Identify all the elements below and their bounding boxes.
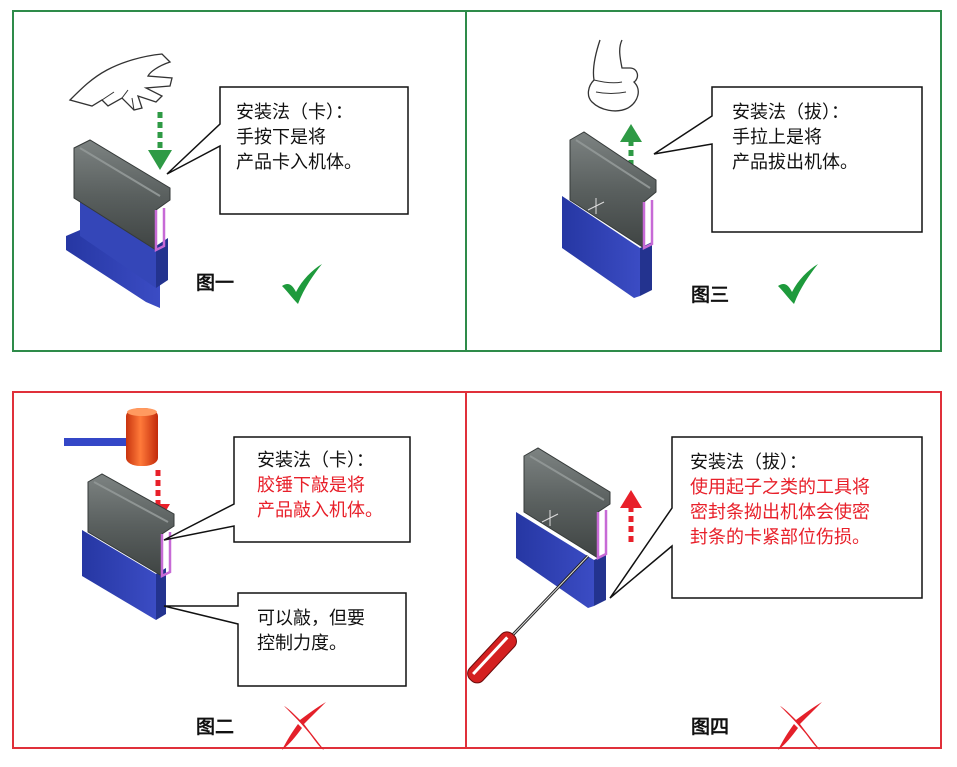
hand-pull-illustration xyxy=(587,39,639,112)
callout-text-fig4: 安装法（拔）： 使用起子之类的工具将 密封条拗出机体会使密 封条的卡紧部位伤损。 xyxy=(690,450,870,550)
callout-box-fig1 xyxy=(166,86,409,215)
callout-line: 安装法（拔）： xyxy=(690,452,807,473)
callout-line: 安装法（卡）： xyxy=(236,102,353,123)
callout-box-fig2-note xyxy=(163,592,407,687)
callout-line: 手按下是将 xyxy=(236,127,326,148)
callout-line: 产品卡入机体。 xyxy=(236,152,362,173)
figure-label-fig2: 图二 xyxy=(196,716,235,738)
callout-line-red: 封条的卡紧部位伤损。 xyxy=(690,527,870,548)
callout-line: 可以敲，但要 xyxy=(257,608,365,629)
down-arrow xyxy=(148,112,172,170)
callout-line: 安装法（拔）： xyxy=(732,102,849,123)
callout-box-fig4 xyxy=(609,436,923,599)
callout-line: 控制力度。 xyxy=(257,633,347,654)
callout-line: 安装法（卡）： xyxy=(257,450,374,471)
top-frame xyxy=(12,10,942,352)
callout-line-red: 胶锤下敲是将 xyxy=(257,475,365,496)
rubber-mallet-illustration xyxy=(64,408,158,466)
check-icon xyxy=(778,264,818,304)
callout-text-fig2: 安装法（卡）： 胶锤下敲是将 产品敲入机体。 xyxy=(257,448,383,523)
figure-label-fig4: 图四 xyxy=(691,716,730,738)
bottom-divider xyxy=(465,391,467,749)
bottom-frame xyxy=(12,391,942,749)
screwdriver-illustration xyxy=(467,554,590,684)
seal-on-base-fig4 xyxy=(516,447,611,608)
callout-text-fig3: 安装法（拔）： 手拉上是将 产品拔出机体。 xyxy=(732,100,858,175)
callout-box-fig3 xyxy=(653,86,923,233)
cross-icon xyxy=(778,702,822,750)
seal-on-base-fig1 xyxy=(66,139,171,308)
callout-box-fig2 xyxy=(163,436,411,543)
hand-press-illustration xyxy=(68,53,173,111)
callout-line-red: 密封条拗出机体会使密 xyxy=(690,502,870,523)
figure-label-fig3: 图三 xyxy=(691,284,730,306)
callout-line-red: 使用起子之类的工具将 xyxy=(690,477,870,498)
callout-text-fig2-note: 可以敲，但要 控制力度。 xyxy=(257,606,365,656)
top-divider xyxy=(465,10,467,352)
up-arrow xyxy=(620,490,642,546)
check-icon xyxy=(282,264,322,304)
callout-line: 手拉上是将 xyxy=(732,127,822,148)
callout-text-fig1: 安装法（卡）： 手按下是将 产品卡入机体。 xyxy=(236,100,362,175)
callout-line-red: 产品敲入机体。 xyxy=(257,500,383,521)
seal-on-base-fig2 xyxy=(82,473,175,620)
seal-on-base-fig3 xyxy=(562,131,657,298)
cross-icon xyxy=(282,702,326,750)
callout-line: 产品拔出机体。 xyxy=(732,152,858,173)
figure-label-fig1: 图一 xyxy=(196,272,235,294)
